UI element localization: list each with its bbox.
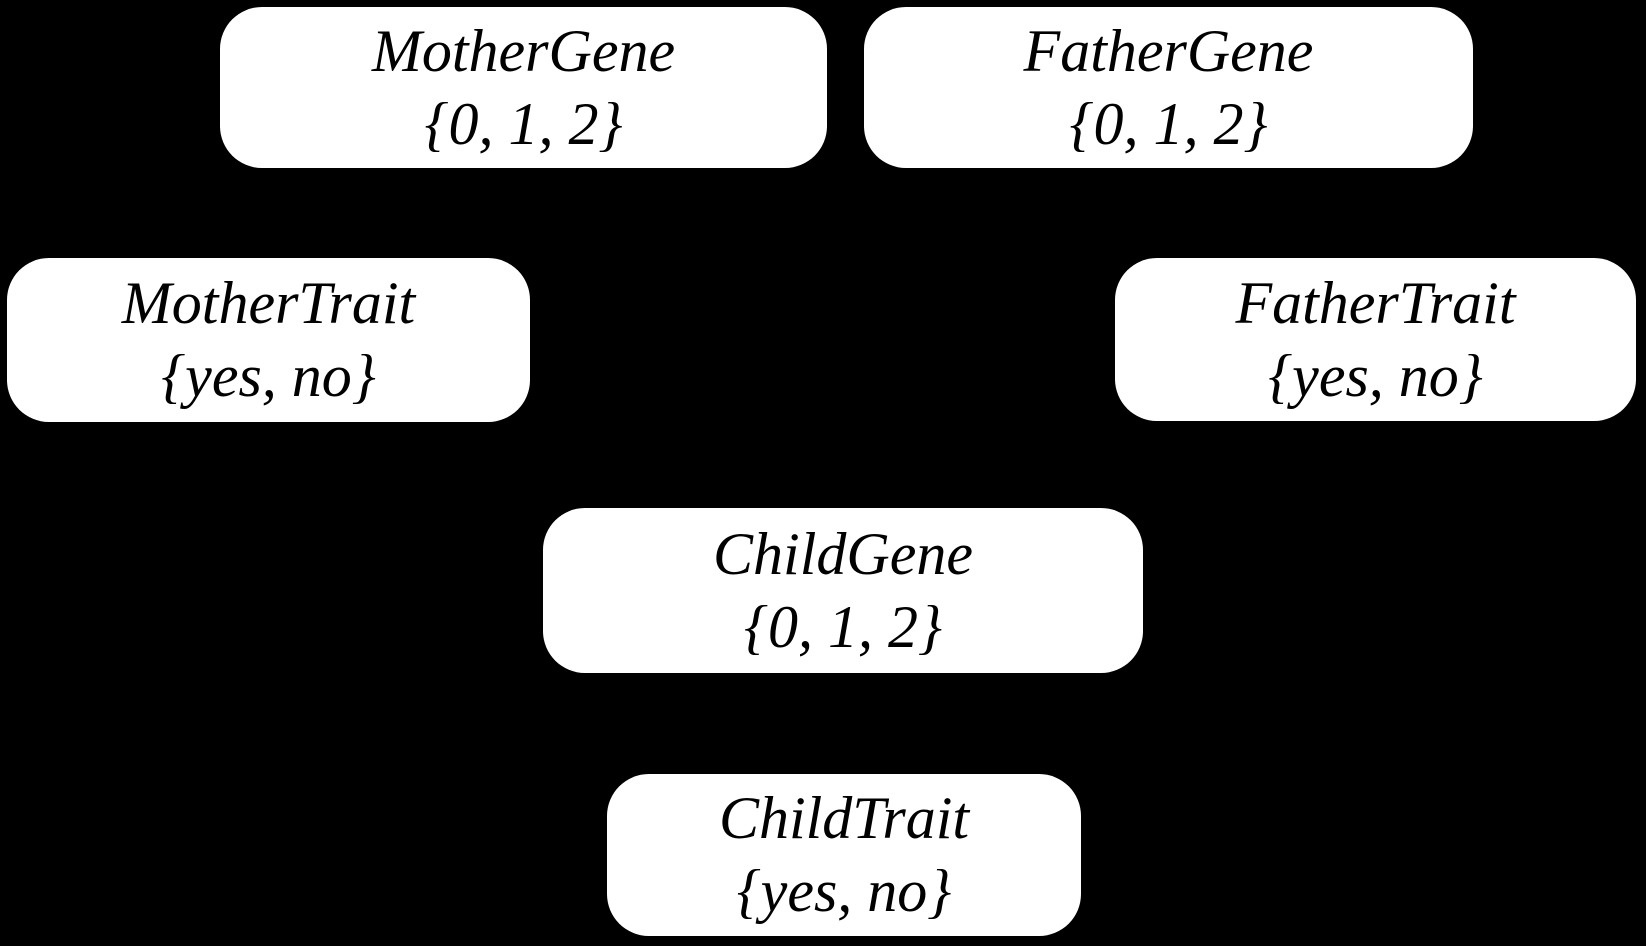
node-father-gene-domain: {0, 1, 2} [1069, 90, 1268, 157]
node-father-trait-label: FatherTrait [1235, 269, 1516, 336]
node-father-gene-label: FatherGene [1023, 17, 1314, 84]
node-child-gene: ChildGene {0, 1, 2} [543, 508, 1143, 673]
node-father-gene: FatherGene {0, 1, 2} [864, 7, 1473, 168]
node-mother-trait-domain: {yes, no} [161, 343, 376, 409]
node-mother-gene-domain: {0, 1, 2} [424, 90, 623, 157]
node-father-trait-domain: {yes, no} [1268, 342, 1483, 409]
node-child-gene-domain: {0, 1, 2} [744, 593, 942, 660]
node-mother-trait: MotherTrait {yes, no} [7, 258, 530, 422]
node-mother-gene-label: MotherGene [371, 17, 676, 84]
node-father-trait: FatherTrait {yes, no} [1115, 258, 1636, 421]
node-child-gene-label: ChildGene [713, 520, 973, 587]
node-child-trait-label: ChildTrait [718, 785, 970, 851]
node-child-trait: ChildTrait {yes, no} [607, 774, 1081, 936]
node-child-trait-domain: {yes, no} [736, 858, 952, 924]
node-mother-gene: MotherGene {0, 1, 2} [220, 7, 827, 168]
node-mother-trait-label: MotherTrait [121, 270, 416, 336]
